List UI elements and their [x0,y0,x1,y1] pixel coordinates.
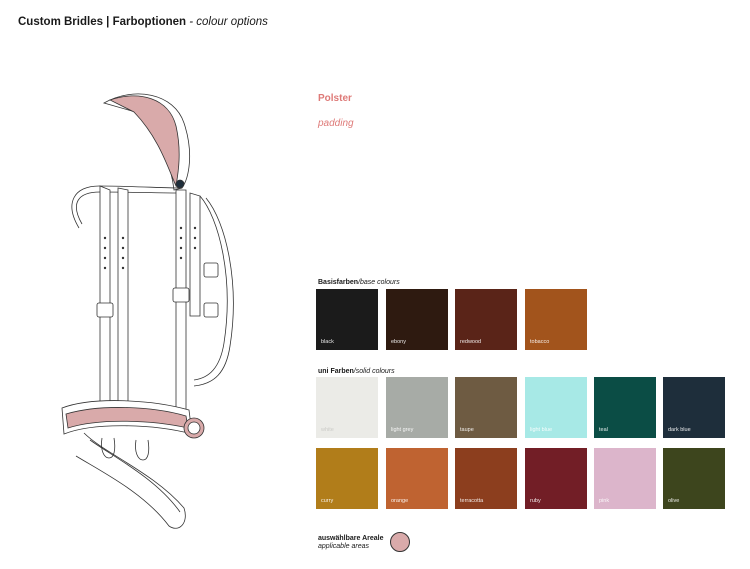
swatch-ebony[interactable]: ebony [386,289,448,350]
swatch-white[interactable]: white [316,377,378,438]
rosette [175,179,185,189]
padding-label-de: Polster [318,93,352,104]
solid-colours-label-de: uni Farben [318,368,354,375]
legend-text: auswählbare Areale applicable areas [318,535,384,551]
swatch-label: orange [391,498,409,504]
swatch-pink[interactable]: pink [594,448,656,509]
swatch-light-grey[interactable]: light grey [386,377,448,438]
swatch-dark-blue[interactable]: dark blue [663,377,725,438]
base-colours-label-en: /base colours [358,279,400,286]
swatch-label: pink [599,498,610,504]
swatch-label: tobacco [530,339,550,345]
bridle-illustration [61,93,234,529]
swatch-terracotta[interactable]: terracotta [455,448,517,509]
swatch-curry[interactable]: curry [316,448,378,509]
swatch-label: ruby [530,498,541,504]
legend-label-en: applicable areas [318,543,369,550]
page-title: Custom Bridles | Farboptionen - colour o… [18,16,268,28]
swatch-redwood[interactable]: redwood [455,289,517,350]
swatch-black[interactable]: black [316,289,378,350]
swatch-light-blue[interactable]: light blue [525,377,587,438]
swatch-label: terracotta [460,498,484,504]
swatch-label: olive [668,498,680,504]
legend-label-de: auswählbare Areale [318,535,384,542]
swatch-orange[interactable]: orange [386,448,448,509]
swatch-label: redwood [460,339,482,345]
swatch-tobacco[interactable]: tobacco [525,289,587,350]
base-colours-heading: Basisfarben/base colours [318,279,400,286]
base-colours-label-de: Basisfarben [318,279,359,286]
buckle-holes [103,226,197,270]
swatch-olive[interactable]: olive [663,448,725,509]
swatch-label: taupe [460,427,474,433]
swatch-label: white [321,427,334,433]
applicable-area-swatch [390,532,410,552]
swatch-taupe[interactable]: taupe [455,377,517,438]
swatch-label: ebony [391,339,406,345]
swatch-ruby[interactable]: ruby [525,448,587,509]
padding-label-en: padding [318,118,354,129]
swatch-label: teal [599,427,608,433]
solid-colours-heading: uni Farben/solid colours [318,368,395,375]
title-main: Custom Bridles | Farboptionen [18,16,187,28]
swatch-label: light grey [391,427,414,433]
swatch-teal[interactable]: teal [594,377,656,438]
title-sub: - colour options [186,16,268,28]
swatch-label: light blue [530,427,553,433]
swatch-label: curry [321,498,334,504]
solid-colours-label-en: /solid colours [353,368,395,375]
browband-padding [108,95,180,188]
swatch-label: dark blue [668,427,691,433]
swatch-label: black [321,339,334,345]
